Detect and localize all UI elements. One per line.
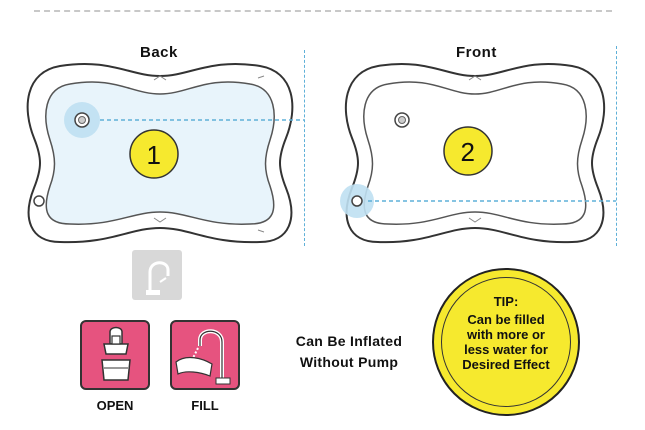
tip-line-3: less water for	[464, 342, 548, 357]
inflate-note-line2: Without Pump	[299, 354, 399, 370]
tip-line-1: Can be filled	[467, 312, 545, 327]
back-number: 1	[146, 140, 162, 170]
faucet-placeholder-icon	[132, 250, 182, 300]
front-label: Front	[456, 44, 497, 61]
fill-caption: FILL	[191, 398, 219, 413]
tip-line-2: with more or	[466, 327, 545, 342]
inflate-note-line1: Can Be Inflated	[295, 333, 403, 349]
tip-inner-ring	[441, 277, 571, 407]
back-mat-diagram	[26, 62, 304, 244]
open-caption: OPEN	[96, 398, 134, 413]
top-divider	[34, 10, 612, 12]
front-mat-diagram	[340, 62, 616, 244]
tip-line-4: Desired Effect	[462, 357, 550, 372]
back-label: Back	[140, 44, 178, 61]
tip-badge: TIP: Can be filled with more or less wat…	[432, 268, 580, 416]
front-guide-line	[616, 46, 617, 246]
back-guide-line	[304, 50, 305, 246]
tip-title: TIP:	[493, 294, 519, 309]
fill-faucet-icon	[170, 320, 240, 390]
open-valve-icon	[80, 320, 150, 390]
front-number: 2	[460, 137, 476, 167]
